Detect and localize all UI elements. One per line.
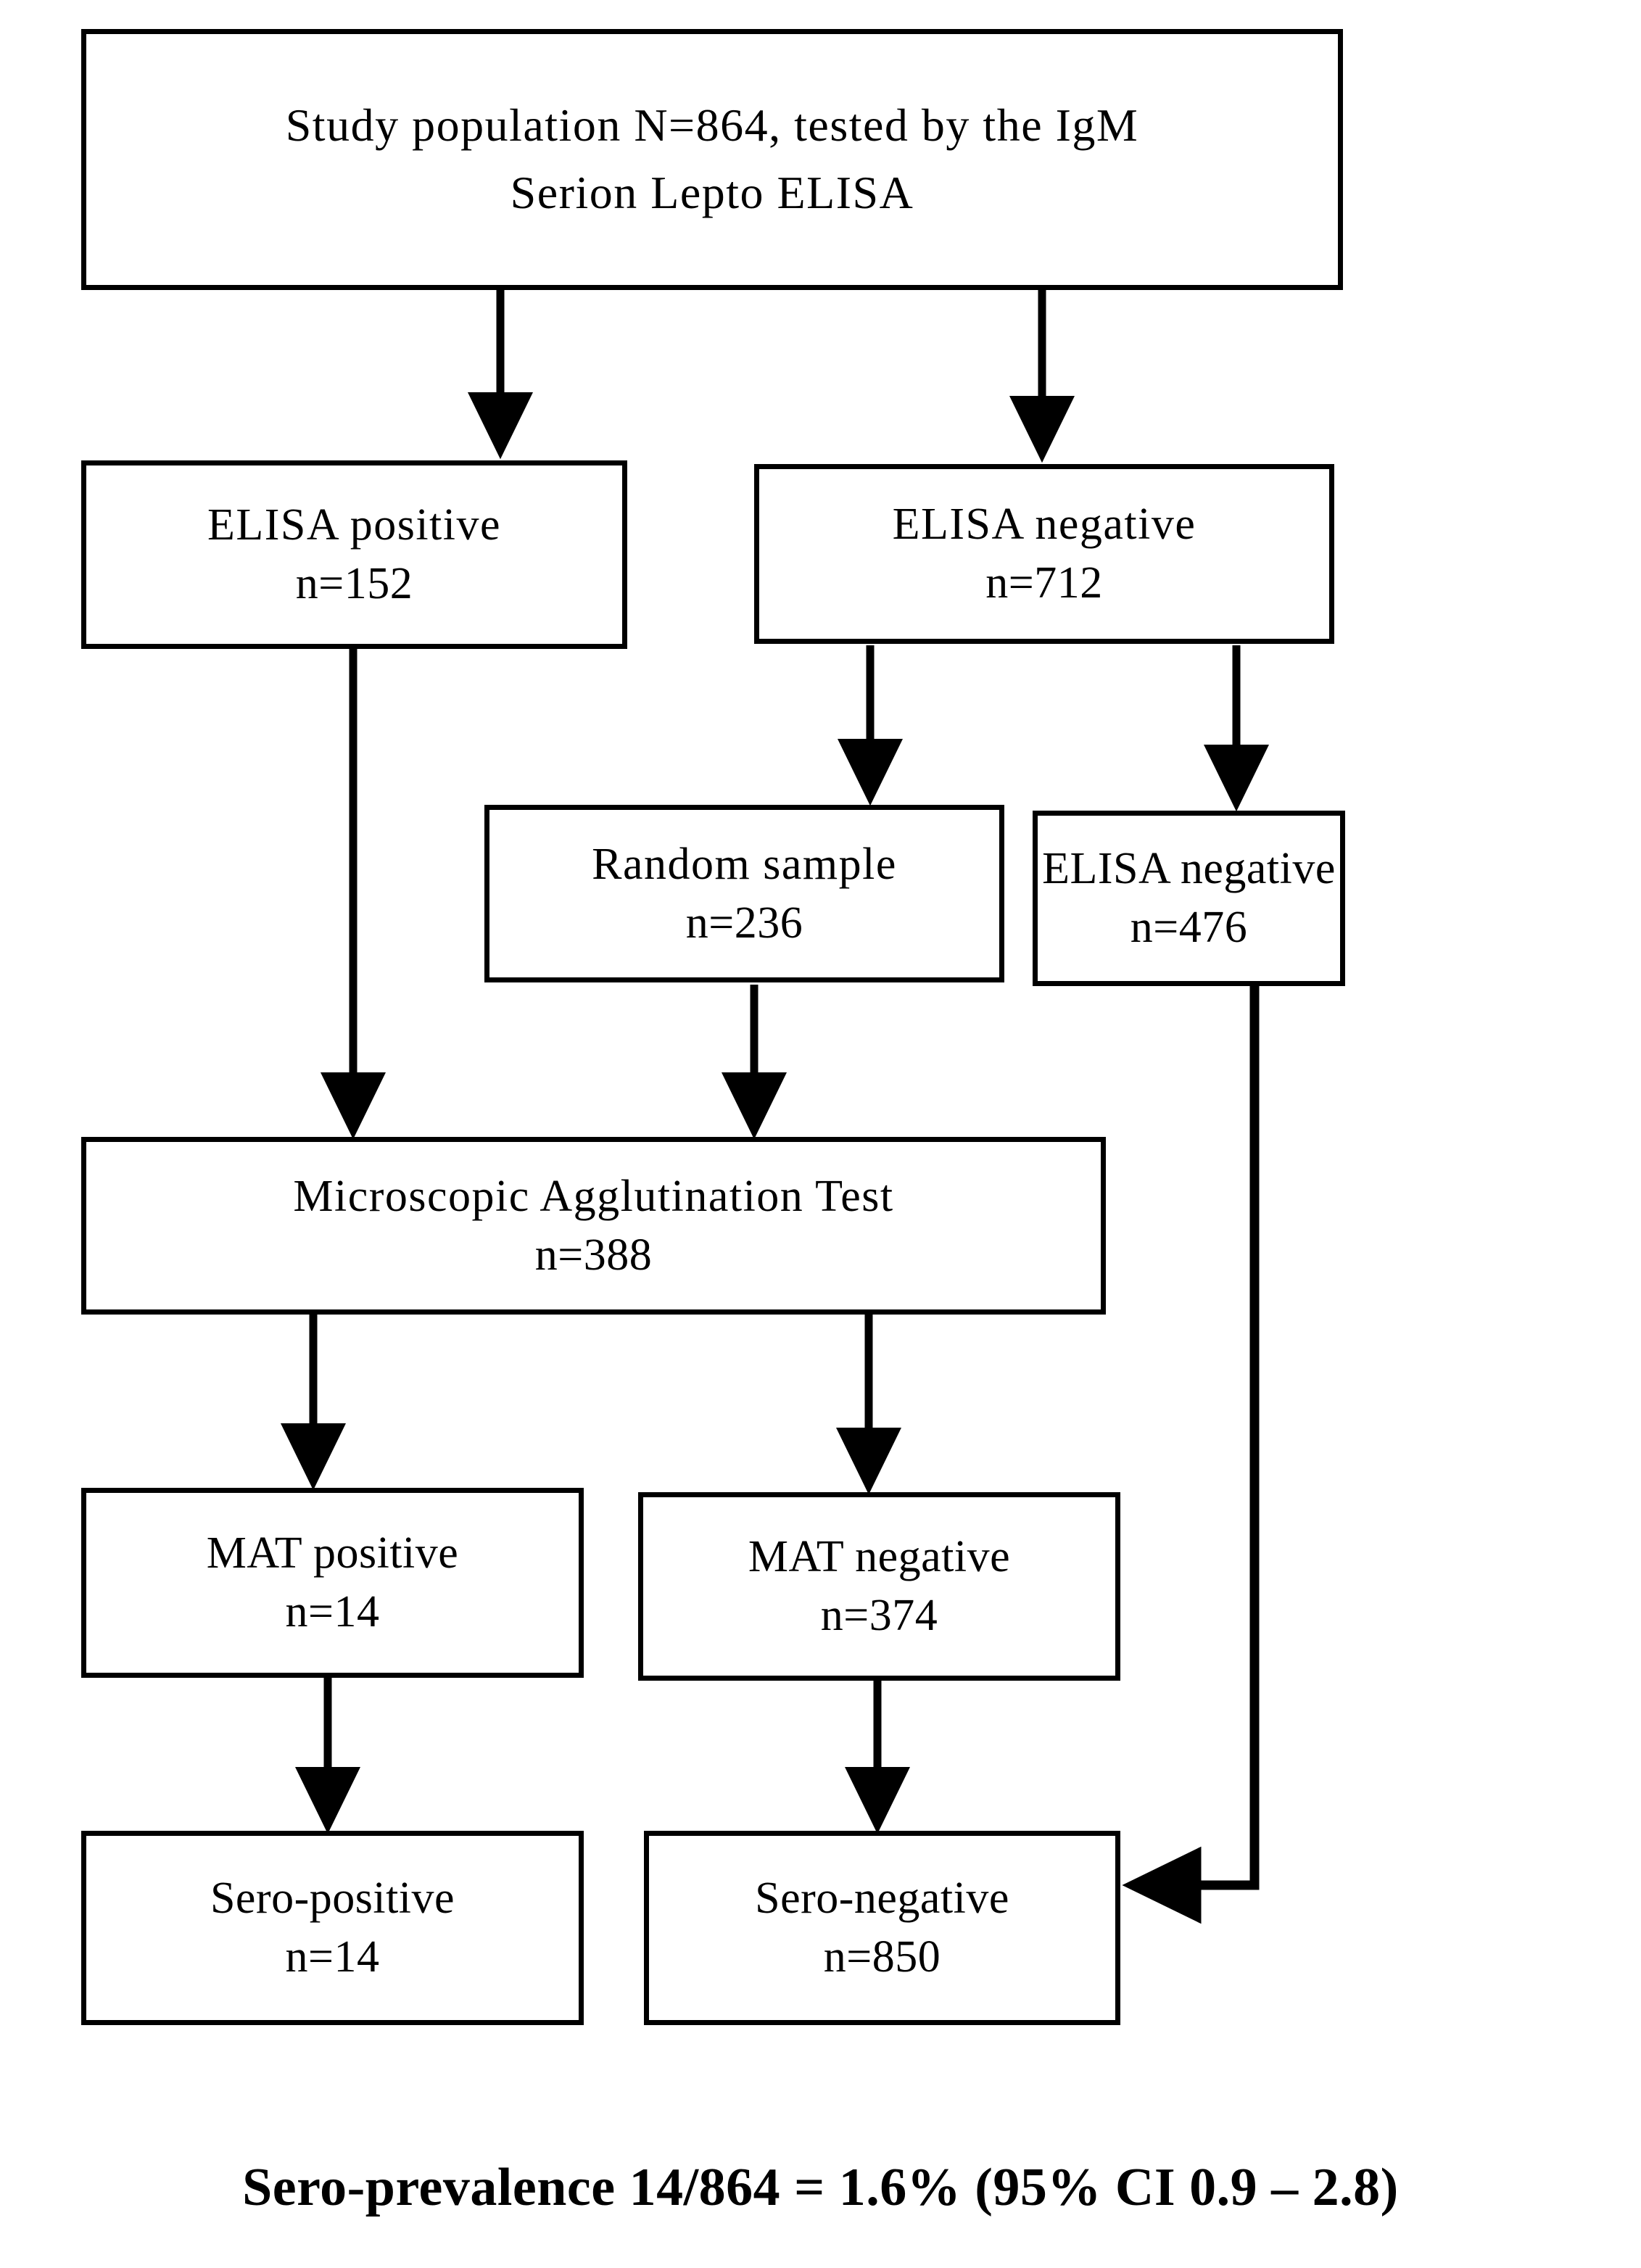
node-sero-positive-line2: n=14 [285, 1932, 380, 1982]
node-mat-negative[interactable]: MAT negative n=374 [638, 1492, 1120, 1681]
node-sero-negative[interactable]: Sero-negative n=850 [644, 1831, 1120, 2025]
node-random-sample-line1: Random sample [592, 839, 897, 889]
node-elisa-negative-line2: n=712 [985, 558, 1103, 608]
node-sero-negative-line2: n=850 [823, 1932, 941, 1982]
node-random-sample-line2: n=236 [685, 898, 803, 948]
node-elisa-negative-476-line1: ELISA negative [1042, 844, 1336, 894]
node-elisa-positive-line1: ELISA positive [207, 500, 502, 550]
node-mat-negative-line2: n=374 [820, 1591, 938, 1640]
connector-elisa-negative-476-to-sero-negative [1122, 985, 1260, 1924]
node-mat-negative-line1: MAT negative [748, 1532, 1011, 1582]
node-mat-positive[interactable]: MAT positive n=14 [81, 1488, 584, 1678]
node-sero-negative-line1: Sero-negative [755, 1874, 1009, 1924]
node-sero-positive[interactable]: Sero-positive n=14 [81, 1831, 584, 2025]
node-elisa-positive-line2: n=152 [295, 559, 413, 608]
node-elisa-negative-476-line2: n=476 [1130, 903, 1248, 952]
node-mat-line2: n=388 [534, 1230, 653, 1280]
node-sero-positive-line1: Sero-positive [210, 1874, 455, 1924]
node-elisa-negative[interactable]: ELISA negative n=712 [754, 464, 1334, 644]
node-study-population-line2: Serion Lepto ELISA [510, 167, 914, 218]
node-elisa-negative-476[interactable]: ELISA negative n=476 [1033, 811, 1345, 986]
node-microscopic-agglutination-test[interactable]: Microscopic Agglutination Test n=388 [81, 1137, 1106, 1315]
node-study-population-line1: Study population N=864, tested by the Ig… [285, 99, 1139, 152]
node-random-sample[interactable]: Random sample n=236 [484, 805, 1004, 982]
sero-prevalence-caption: Sero-prevalence 14/864 = 1.6% (95% CI 0.… [242, 2158, 1399, 2217]
node-mat-positive-line1: MAT positive [206, 1528, 459, 1578]
node-mat-positive-line2: n=14 [285, 1587, 380, 1636]
node-mat-line1: Microscopic Agglutination Test [293, 1171, 894, 1221]
node-study-population[interactable]: Study population N=864, tested by the Ig… [81, 29, 1343, 290]
node-elisa-positive[interactable]: ELISA positive n=152 [81, 460, 627, 649]
node-elisa-negative-line1: ELISA negative [892, 500, 1196, 550]
